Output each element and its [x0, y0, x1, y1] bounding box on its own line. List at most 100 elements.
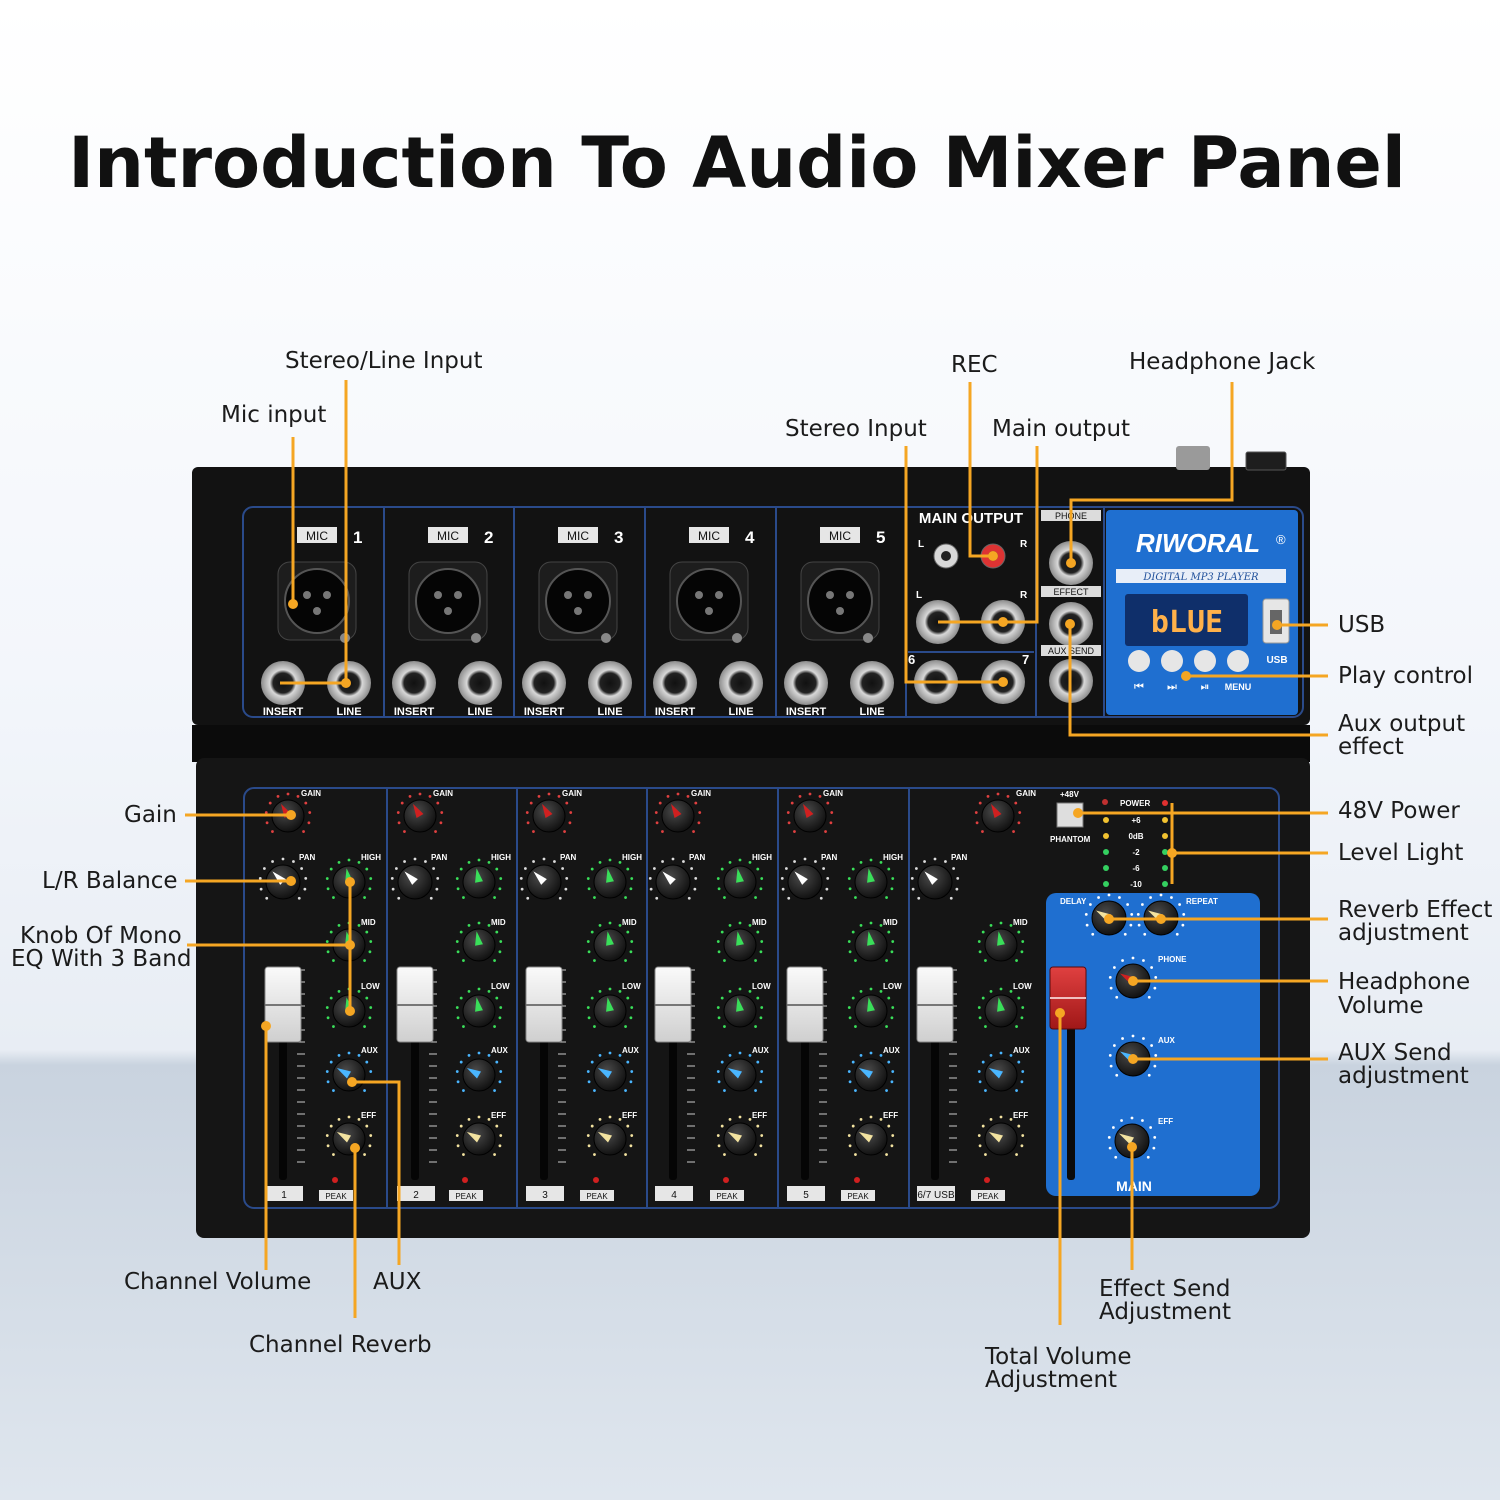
insert-mark: INSERT	[786, 706, 827, 718]
channel-fader[interactable]	[396, 966, 434, 1043]
callout-total-volume-line2: Adjustment	[985, 1367, 1117, 1393]
power-led	[1162, 800, 1168, 806]
xlr-mic-input-4[interactable]	[676, 568, 742, 634]
prev-track-button[interactable]	[1128, 650, 1150, 672]
channel-fader[interactable]	[916, 966, 954, 1043]
eff-knob[interactable]	[455, 1115, 503, 1156]
leader-dot	[261, 1021, 271, 1031]
gain-knob[interactable]	[974, 792, 1022, 833]
eq-low-knob[interactable]	[716, 987, 764, 1028]
gain-knob[interactable]	[525, 792, 573, 833]
pan-mark: PAN	[689, 853, 706, 862]
eq-low-knob[interactable]	[455, 987, 503, 1028]
aux-knob[interactable]	[455, 1051, 503, 1092]
pan-knob[interactable]	[780, 857, 830, 900]
line-jack-4[interactable]	[719, 661, 763, 705]
peak-mark: PEAK	[977, 1192, 999, 1201]
eq-high-knob[interactable]	[455, 858, 503, 899]
line-mark: LINE	[467, 706, 492, 718]
eq-mid-knob[interactable]	[455, 921, 503, 962]
leader-dot	[1128, 976, 1138, 986]
level-mark: -10	[1130, 880, 1142, 889]
eq-high-knob[interactable]	[716, 858, 764, 899]
aux-knob[interactable]	[847, 1051, 895, 1092]
eff-knob[interactable]	[716, 1115, 764, 1156]
eq-mid-knob[interactable]	[586, 921, 634, 962]
channel-fader[interactable]	[525, 966, 563, 1043]
leader-rec	[968, 382, 993, 558]
gain-knob[interactable]	[786, 792, 834, 833]
insert-jack-5[interactable]	[784, 661, 828, 705]
xlr-mic-input-1[interactable]	[284, 568, 350, 634]
eff-mark: EFF	[752, 1111, 767, 1120]
callout-gain: Gain	[124, 802, 177, 828]
callout-labels: Stereo/Line Input Mic input REC Headphon…	[11, 348, 1492, 1393]
line-jack-2[interactable]	[458, 661, 502, 705]
play-pause-button[interactable]	[1194, 650, 1216, 672]
callout-usb: USB	[1338, 612, 1385, 638]
aux-knob[interactable]	[716, 1051, 764, 1092]
master-effect-send-knob[interactable]	[1107, 1116, 1157, 1159]
mid-mark: MID	[1013, 918, 1028, 927]
xlr-mic-input-3[interactable]	[545, 568, 611, 634]
eq-low-knob[interactable]	[977, 987, 1025, 1028]
eff-knob[interactable]	[847, 1115, 895, 1156]
insert-mark: INSERT	[263, 706, 304, 718]
eq-low-knob[interactable]	[586, 987, 634, 1028]
aux-knob[interactable]	[586, 1051, 634, 1092]
level-led-right	[1162, 833, 1168, 839]
callout-headphone-volume-line2: Volume	[1338, 993, 1424, 1019]
pan-knob[interactable]	[519, 857, 569, 900]
eff-mark: EFF	[491, 1111, 506, 1120]
pan-knob[interactable]	[648, 857, 698, 900]
eq-high-knob[interactable]	[847, 858, 895, 899]
eff-knob[interactable]	[586, 1115, 634, 1156]
channel-number-label: 6/7 USB	[917, 1190, 955, 1201]
level-led-right	[1162, 865, 1168, 871]
line-jack-5[interactable]	[850, 661, 894, 705]
high-mark: HIGH	[883, 853, 903, 862]
menu-button[interactable]	[1227, 650, 1249, 672]
pan-knob[interactable]	[910, 857, 960, 900]
page-title: Introduction To Audio Mixer Panel	[68, 122, 1406, 204]
high-mark: HIGH	[622, 853, 642, 862]
leader-aux	[352, 1080, 401, 1265]
channel-fader[interactable]	[786, 966, 824, 1043]
xlr-mic-input-2[interactable]	[415, 568, 481, 634]
xlr-mic-input-5[interactable]	[807, 568, 873, 634]
level-led-left	[1103, 865, 1109, 871]
channel-fader[interactable]	[654, 966, 692, 1043]
leader-dot	[1073, 808, 1083, 818]
line-jack-3[interactable]	[588, 661, 632, 705]
v48-mark: +48V	[1060, 790, 1080, 799]
leader-dot	[1055, 1008, 1065, 1018]
eff-knob[interactable]	[977, 1115, 1025, 1156]
mic-mark-box	[689, 527, 729, 543]
gain-knob[interactable]	[654, 792, 702, 833]
callout-aux-send-line2: adjustment	[1338, 1063, 1469, 1089]
insert-jack-4[interactable]	[653, 661, 697, 705]
eq-high-knob[interactable]	[586, 858, 634, 899]
channel-fader[interactable]	[264, 966, 302, 1043]
insert-jack-2[interactable]	[392, 661, 436, 705]
insert-jack-3[interactable]	[522, 661, 566, 705]
eq-mid-knob[interactable]	[847, 921, 895, 962]
leader-dot	[1181, 671, 1191, 681]
next-track-button[interactable]	[1161, 650, 1183, 672]
eq-low-knob[interactable]	[847, 987, 895, 1028]
mic-mark: MIC	[306, 529, 328, 543]
level-led-left	[1103, 849, 1109, 855]
pan-knob[interactable]	[390, 857, 440, 900]
stereo-input-6-mark: 6	[908, 652, 915, 667]
aux-knob[interactable]	[977, 1051, 1025, 1092]
gain-knob[interactable]	[396, 792, 444, 833]
mid-mark: MID	[752, 918, 767, 927]
eq-mid-knob[interactable]	[716, 921, 764, 962]
peak-led	[462, 1177, 468, 1183]
eq-mid-knob[interactable]	[977, 921, 1025, 962]
